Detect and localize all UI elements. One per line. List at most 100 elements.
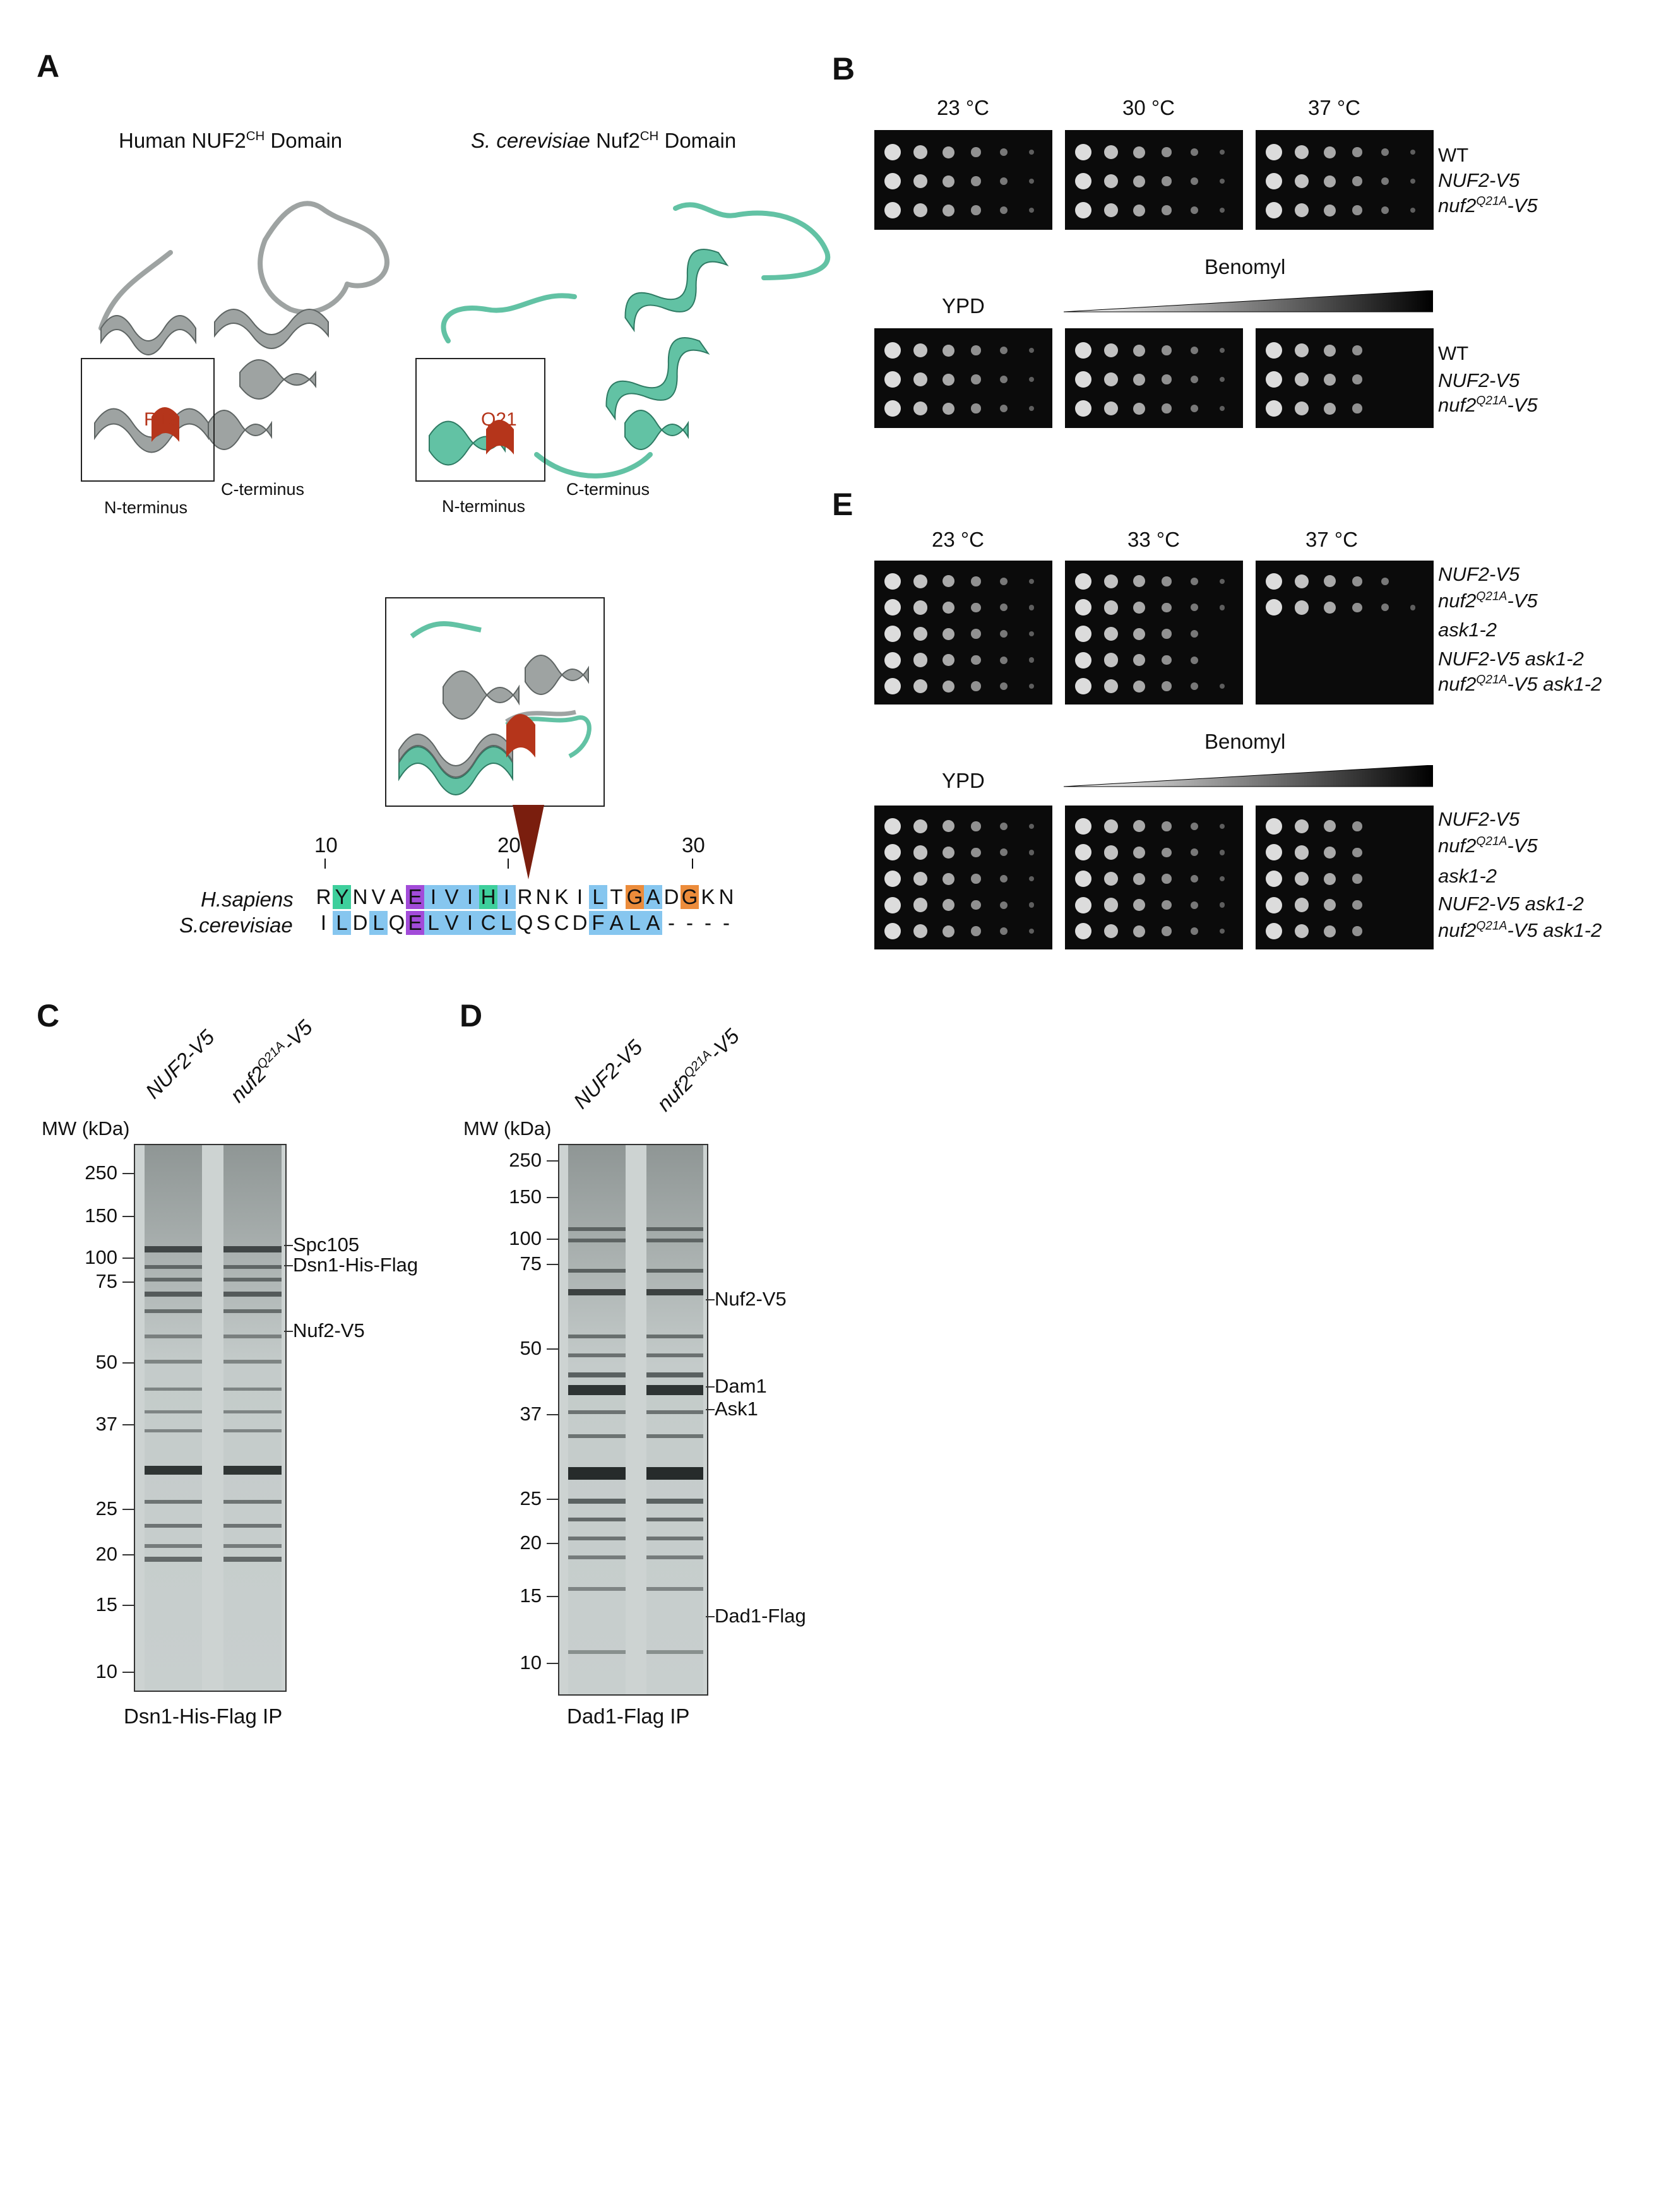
mw-marker: 250 bbox=[509, 1149, 542, 1171]
yeast-spot bbox=[1103, 145, 1119, 160]
yeast-residue: C bbox=[479, 911, 497, 935]
mw-tick bbox=[122, 1424, 134, 1425]
yeast-spot bbox=[1219, 347, 1225, 354]
gel-band bbox=[223, 1429, 282, 1432]
yeast-spot bbox=[1000, 177, 1008, 185]
gel-band bbox=[568, 1385, 626, 1395]
yeast-spot bbox=[913, 401, 928, 416]
gel-band bbox=[223, 1557, 282, 1562]
plate-panel bbox=[874, 806, 1052, 949]
yeast-spot bbox=[1323, 925, 1336, 937]
human-nuf2-structure bbox=[94, 201, 389, 453]
yeast-spot bbox=[884, 844, 901, 861]
yeast-spot bbox=[884, 573, 901, 590]
yeast-spot bbox=[1219, 876, 1225, 882]
yeast-spot bbox=[1219, 207, 1225, 213]
yeast-spot bbox=[971, 900, 981, 910]
yeast-zoom-box bbox=[415, 358, 545, 482]
gel-band bbox=[646, 1467, 704, 1480]
yeast-spot bbox=[1133, 373, 1145, 386]
yeast-residue: - bbox=[668, 911, 675, 934]
human-residue: E bbox=[406, 885, 424, 909]
gel-band bbox=[144, 1292, 203, 1297]
plate-panel bbox=[1065, 328, 1243, 428]
yeast-spot bbox=[1219, 149, 1225, 155]
mw-marker: 25 bbox=[520, 1487, 542, 1509]
plate-b-benomyl bbox=[874, 328, 1441, 428]
b-benomyl-wedge bbox=[1064, 290, 1433, 312]
human-residue: I bbox=[497, 885, 516, 909]
yeast-spot bbox=[1191, 848, 1198, 857]
yeast-spot bbox=[971, 602, 981, 613]
yeast-spot bbox=[1075, 844, 1091, 861]
gel-band bbox=[223, 1309, 282, 1313]
gel-band bbox=[144, 1388, 203, 1391]
yeast-residue: C bbox=[554, 911, 569, 934]
gel-band bbox=[646, 1335, 704, 1338]
gel-band bbox=[144, 1265, 203, 1269]
yeast-residue: - bbox=[686, 911, 693, 934]
yeast-spot bbox=[1191, 927, 1198, 936]
yeast-spot bbox=[1191, 148, 1198, 156]
gel-band bbox=[568, 1335, 626, 1338]
band-tick bbox=[284, 1331, 293, 1332]
gel-band bbox=[568, 1353, 626, 1357]
plate-panel bbox=[874, 328, 1052, 428]
yeast-spot bbox=[913, 626, 928, 641]
gel-lane bbox=[646, 1145, 704, 1694]
yeast-spot bbox=[971, 576, 981, 586]
yeast-spot bbox=[884, 896, 901, 913]
human-residue: N bbox=[718, 885, 734, 908]
plate-panel bbox=[1256, 561, 1434, 705]
yeast-residue: - bbox=[705, 911, 711, 934]
yeast-spot bbox=[1191, 604, 1198, 612]
yeast-spot bbox=[884, 599, 901, 616]
gel-band bbox=[223, 1360, 282, 1364]
gel-band bbox=[144, 1524, 203, 1528]
yeast-spot bbox=[1294, 343, 1309, 358]
yeast-spot bbox=[1000, 848, 1008, 857]
yeast-residue: D bbox=[572, 911, 588, 934]
yeast-spot bbox=[1075, 202, 1091, 218]
gel-band bbox=[144, 1429, 203, 1432]
yeast-spot bbox=[1352, 602, 1362, 613]
human-residue: R bbox=[517, 885, 533, 908]
yeast-spot bbox=[1000, 656, 1008, 664]
yeast-spot bbox=[1323, 146, 1336, 158]
yeast-spot bbox=[1294, 819, 1309, 834]
yeast-residue: L bbox=[369, 911, 388, 935]
plate-e-temperature bbox=[874, 561, 1441, 705]
yeast-spot bbox=[1162, 900, 1172, 910]
mw-tick bbox=[122, 1362, 134, 1364]
gel-band bbox=[646, 1410, 704, 1414]
mw-marker: 100 bbox=[85, 1246, 117, 1268]
yeast-spot bbox=[884, 651, 901, 669]
yeast-spot bbox=[1028, 178, 1035, 184]
yeast-spot bbox=[971, 847, 981, 858]
yeast-spot bbox=[1219, 178, 1225, 184]
yeast-residue: L bbox=[497, 911, 516, 935]
human-residue: I bbox=[424, 885, 443, 909]
yeast-spot bbox=[942, 373, 954, 386]
plate-panel bbox=[1256, 130, 1434, 230]
yeast-spot bbox=[1075, 818, 1091, 835]
gel-band bbox=[646, 1289, 704, 1295]
yeast-spot bbox=[971, 147, 981, 157]
yeast-spot bbox=[1191, 206, 1198, 214]
gel-band bbox=[144, 1335, 203, 1338]
yeast-spot bbox=[1266, 342, 1282, 359]
pointer-arrow bbox=[513, 805, 544, 879]
human-residue: N bbox=[535, 885, 551, 908]
yeast-spot bbox=[1191, 405, 1198, 412]
yeast-spot bbox=[1028, 657, 1035, 663]
c-lane-2-label: nuf2Q21A-V5 bbox=[225, 1015, 317, 1107]
yeast-spot bbox=[1162, 374, 1172, 384]
human-residue: R bbox=[316, 885, 331, 908]
gel-c bbox=[134, 1144, 287, 1692]
yeast-residue: L bbox=[424, 911, 443, 935]
yeast-spot bbox=[1133, 175, 1145, 187]
yeast-spot bbox=[1294, 871, 1309, 886]
yeast-spot bbox=[1219, 376, 1225, 383]
yeast-spot bbox=[884, 144, 901, 160]
